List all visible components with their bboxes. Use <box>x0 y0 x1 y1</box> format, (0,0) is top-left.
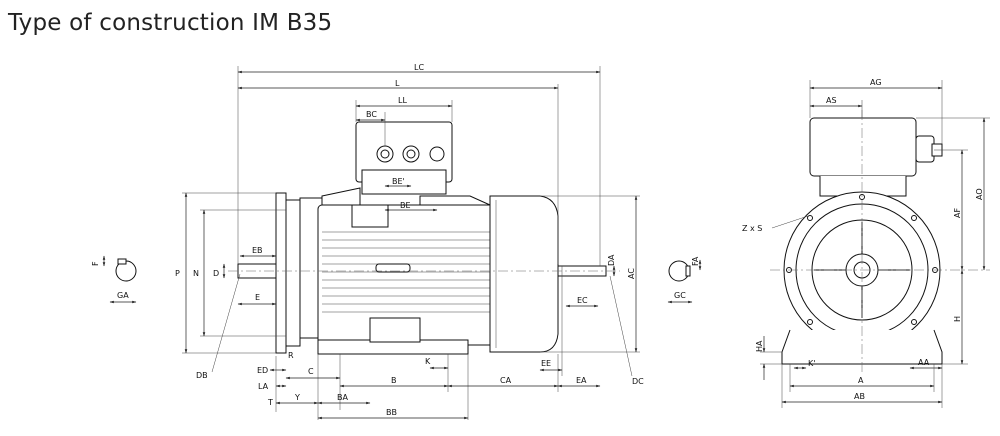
dim-ab: AB <box>854 392 865 401</box>
dim-ee: EE <box>541 359 551 368</box>
dim-c: C <box>308 367 314 376</box>
flange-spigot <box>285 199 301 347</box>
dim-y: Y <box>294 393 300 402</box>
dim-bc: BC <box>366 110 377 119</box>
dim-h: H <box>953 316 962 322</box>
nameplate <box>375 263 411 273</box>
dim-eb: EB <box>252 246 263 255</box>
dim-gc: GC <box>674 291 686 300</box>
dim-ac: AC <box>627 268 636 279</box>
dim-ag: AG <box>870 78 882 87</box>
dim-ha: HA <box>755 340 764 352</box>
dim-r: R <box>288 351 294 360</box>
dim-k-prime: K' <box>808 359 815 368</box>
terminal-box-end <box>809 117 917 177</box>
key-detail-right: FA GC <box>667 256 702 304</box>
dim-e: E <box>255 293 260 302</box>
dim-as: AS <box>826 96 837 105</box>
dim-la: LA <box>258 382 269 391</box>
dim-l: L <box>395 79 400 88</box>
end-dimensions: AG AS AO AF H Z x S HA K' AA <box>742 78 990 408</box>
dim-a: A <box>858 376 864 385</box>
dim-ea: EA <box>576 376 587 385</box>
end-view <box>770 110 990 372</box>
dim-ed: ED <box>257 366 268 375</box>
dim-db: DB <box>196 371 208 380</box>
dim-ll: LL <box>398 96 407 105</box>
dim-da: DA <box>607 254 616 266</box>
dim-zxs: Z x S <box>742 224 762 233</box>
dim-f: F <box>91 261 100 266</box>
terminal-box <box>321 121 491 228</box>
flange <box>275 192 287 354</box>
dim-be: BE <box>400 201 411 210</box>
dim-k: K <box>425 357 431 366</box>
dim-b: B <box>391 376 397 385</box>
side-dimensions: LC L LL BC BE' BE EB P N D <box>175 63 644 420</box>
dim-be-prime: BE' <box>392 177 405 186</box>
side-view <box>228 121 620 355</box>
fan-cover <box>489 195 559 353</box>
dim-bb: BB <box>386 408 397 417</box>
dim-ca: CA <box>500 376 512 385</box>
dim-d: D <box>213 269 219 278</box>
dim-ao: AO <box>975 188 984 200</box>
dim-af: AF <box>953 208 962 218</box>
dim-fa: FA <box>691 256 700 266</box>
dim-ec: EC <box>577 296 588 305</box>
dim-t: T <box>267 398 273 407</box>
dim-ba: BA <box>337 393 348 402</box>
dim-ga: GA <box>117 291 129 300</box>
page-title: Type of construction IM B35 <box>8 10 333 36</box>
dim-aa: AA <box>918 358 930 367</box>
dim-n: N <box>193 269 199 278</box>
dim-lc: LC <box>414 63 424 72</box>
dim-p: P <box>175 269 180 278</box>
key-detail-left: F GA <box>91 255 137 304</box>
dim-dc: DC <box>632 377 644 386</box>
